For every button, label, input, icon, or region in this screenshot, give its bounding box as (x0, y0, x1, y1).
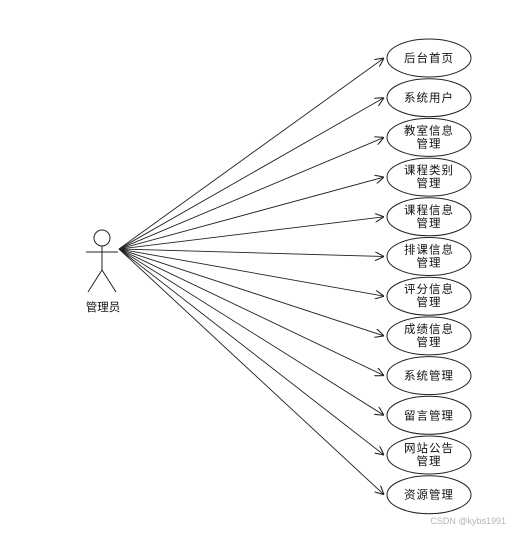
use-case-label: 管理 (417, 335, 442, 349)
use-case-ellipse (386, 475, 472, 515)
association-arrow (118, 248, 384, 376)
association-arrow (118, 217, 384, 250)
association-lines (118, 58, 384, 495)
association-arrow (118, 137, 384, 250)
use-case-label: 教室信息 (404, 123, 454, 137)
use-case: 后台首页 (386, 38, 472, 78)
use-case-label: 管理 (417, 216, 442, 230)
association-arrow (118, 248, 384, 495)
use-case: 系统用户 (386, 78, 472, 118)
watermark: CSDN @kybs1991 (430, 516, 506, 526)
association-arrow (118, 248, 384, 455)
use-case-label: 课程类别 (404, 163, 454, 177)
use-case-ellipse (386, 38, 472, 78)
use-case: 留言管理 (386, 395, 472, 435)
use-case-ellipse (386, 117, 472, 157)
actor-head (93, 229, 111, 247)
use-case-ellipse (386, 276, 472, 316)
association-arrow (118, 248, 384, 296)
use-case-ellipse (386, 435, 472, 475)
use-case-ellipse (386, 157, 472, 197)
use-case-ellipse (386, 237, 472, 276)
actor-label: 管理员 (86, 300, 121, 314)
use-case-label: 管理 (417, 136, 442, 150)
use-case-label: 系统管理 (404, 369, 454, 383)
use-case-list: 后台首页系统用户教室信息管理课程类别管理课程信息管理排课信息管理评分信息管理成绩… (386, 38, 472, 515)
use-case-ellipse (386, 356, 472, 396)
use-case-label: 管理 (417, 454, 442, 468)
actor-right-leg (101, 269, 117, 293)
use-case-label: 排课信息 (404, 243, 454, 257)
use-case-label: 网站公告 (404, 441, 454, 455)
use-case-label: 课程信息 (404, 203, 454, 217)
use-case-label: 后台首页 (404, 51, 454, 65)
association-arrow (118, 248, 384, 415)
use-case-label: 评分信息 (404, 282, 454, 296)
use-case: 系统管理 (386, 356, 472, 396)
use-case-label: 管理 (417, 256, 442, 270)
use-case-label: 成绩信息 (404, 322, 454, 336)
use-case-ellipse (386, 78, 472, 118)
association-arrow (118, 98, 384, 250)
use-case-label: 管理 (417, 176, 442, 190)
actor-admin: 管理员 (86, 229, 121, 314)
use-case-label: 留言管理 (404, 408, 454, 422)
use-case-ellipse (386, 316, 472, 356)
association-arrow (118, 58, 384, 250)
use-case: 资源管理 (386, 475, 472, 515)
use-case-ellipse (386, 197, 472, 237)
use-case-label: 系统用户 (404, 91, 454, 105)
association-arrow (118, 248, 384, 336)
use-case-label: 管理 (417, 295, 442, 309)
association-arrow (118, 177, 384, 250)
association-arrow (118, 248, 384, 257)
actor-left-leg (87, 269, 103, 293)
use-case-ellipse (386, 395, 472, 435)
use-case-label: 资源管理 (404, 488, 454, 502)
